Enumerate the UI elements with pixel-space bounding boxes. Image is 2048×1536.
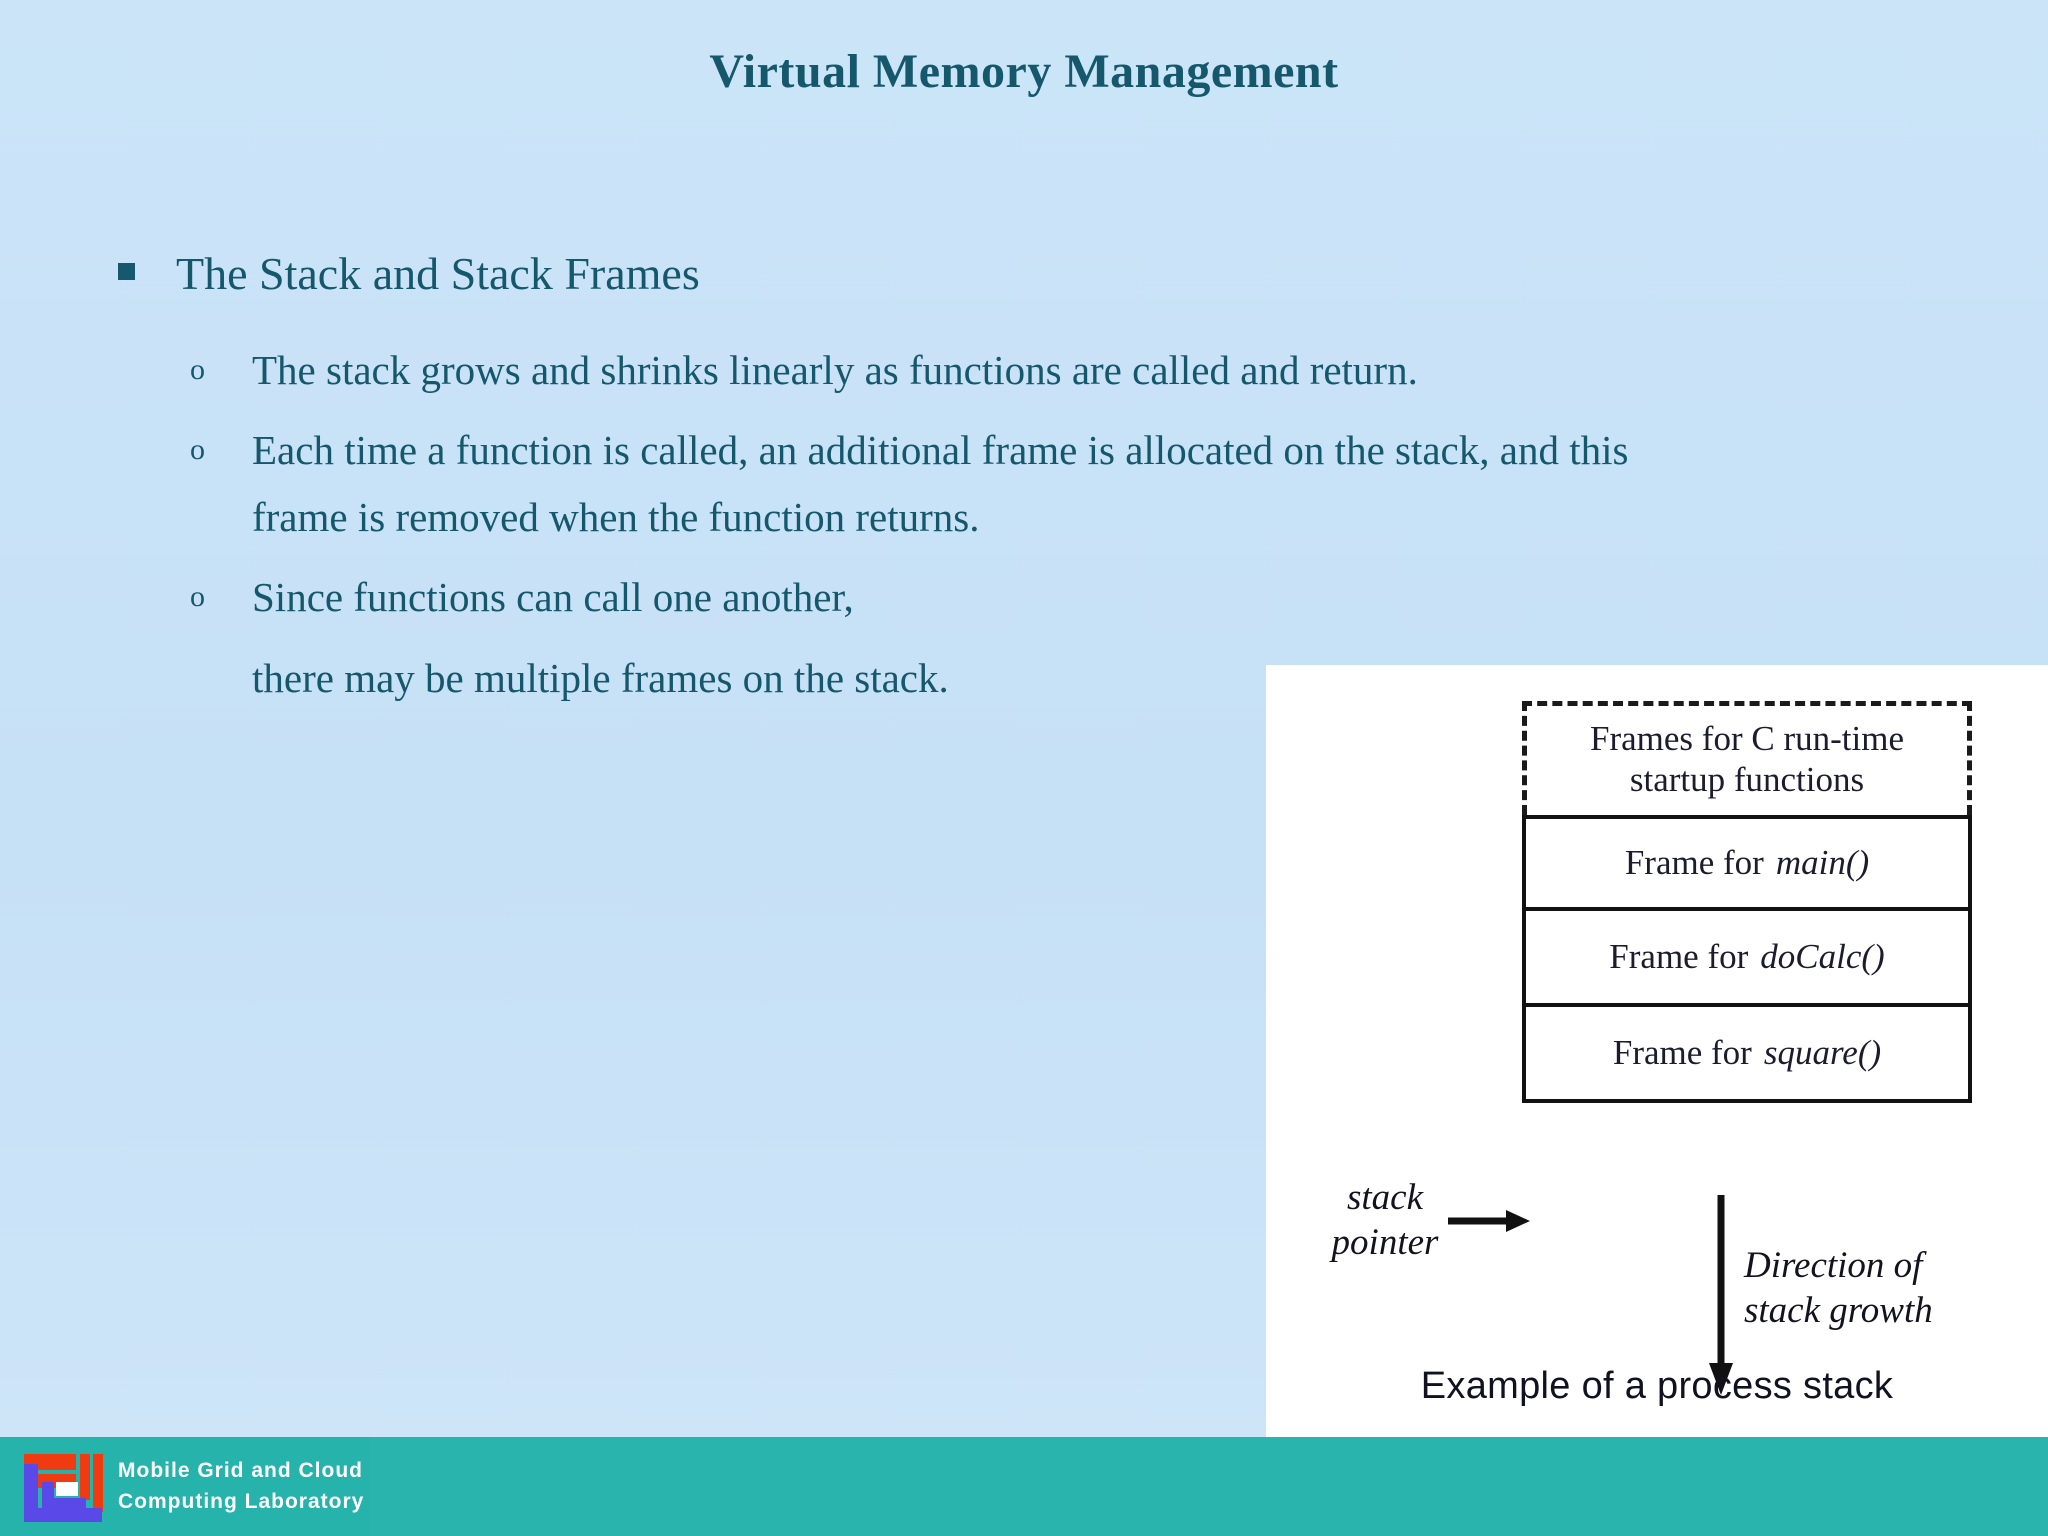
stack-growth-line-2: stack growth	[1744, 1290, 1933, 1332]
bullet-level1: The Stack and Stack Frames	[118, 248, 1978, 301]
footer-line-2: Computing Laboratory	[118, 1489, 365, 1513]
bullet-level2-2-label: Each time a function is called, an addit…	[252, 427, 1629, 540]
dashed-box-c-runtime-frames: Frames for C run-time startup functions	[1522, 701, 1972, 815]
footer-branding: Mobile Grid and Cloud Computing Laborato…	[0, 1437, 370, 1536]
bullet-level2-3-continuation-label: there may be multiple frames on the stac…	[252, 654, 949, 701]
stack-growth-label: Direction of stack growth	[1744, 1243, 1933, 1333]
mgcl-logo-icon	[22, 1452, 104, 1522]
frame-box-square: Frame for square()	[1522, 1006, 1972, 1103]
square-bullet-icon	[118, 248, 176, 294]
frame-box-docalc: Frame for doCalc()	[1522, 910, 1972, 1007]
frame-box-main-function: main()	[1775, 842, 1870, 882]
footer-lab-name: Mobile Grid and Cloud Computing Laborato…	[118, 1456, 364, 1517]
slide-body: The Stack and Stack Frames o The stack g…	[118, 248, 1978, 725]
stack-pointer-line-1: stack	[1346, 1177, 1424, 1218]
stack-pointer-arrow-icon	[1448, 1210, 1530, 1232]
frame-box-square-function: square()	[1763, 1032, 1882, 1072]
dashed-box-line-2: startup functions	[1629, 760, 1865, 800]
circle-bullet-icon: o	[190, 352, 205, 386]
page-title: Virtual Memory Management	[709, 45, 1339, 98]
figure-caption: Example of a process stack	[1420, 1365, 1894, 1407]
bullet-level2-2: o Each time a function is called, an add…	[190, 417, 1690, 550]
bullet-level2-3-continuation: there may be multiple frames on the stac…	[190, 645, 1690, 711]
frame-box-main: Frame for main()	[1522, 814, 1972, 911]
footer-bar: Mobile Grid and Cloud Computing Laborato…	[0, 1437, 2048, 1536]
bullet-level2-1: o The stack grows and shrinks linearly a…	[190, 337, 1690, 403]
bullet-level2-3-label: Since functions can call one another,	[252, 574, 854, 621]
bullet-level1-label: The Stack and Stack Frames	[176, 248, 700, 299]
bullet-level2-1-label: The stack grows and shrinks linearly as …	[252, 346, 1418, 393]
frame-box-docalc-function: doCalc()	[1760, 936, 1885, 976]
stack-growth-arrow-icon	[1709, 1195, 1733, 1395]
frame-box-square-label: Frame for	[1612, 1032, 1752, 1072]
frame-box-main-label: Frame for	[1624, 842, 1764, 882]
bullet-level2-3: o Since functions can call one another,	[190, 564, 1690, 630]
process-stack-diagram: Frames for C run-time startup functions …	[1266, 665, 2048, 1458]
circle-bullet-icon: o	[190, 580, 205, 614]
frame-box-docalc-label: Frame for	[1609, 936, 1749, 976]
dashed-box-line-1: Frames for C run-time	[1590, 719, 1904, 758]
circle-bullet-icon: o	[190, 433, 205, 467]
stack-pointer-label: stack pointer	[1290, 1175, 1480, 1265]
stack-pointer-line-2: pointer	[1331, 1222, 1439, 1264]
stack-growth-line-1: Direction of	[1744, 1245, 1923, 1286]
footer-line-1: Mobile Grid and Cloud	[118, 1459, 363, 1483]
stack-frame-column: Frames for C run-time startup functions …	[1522, 701, 1972, 1103]
